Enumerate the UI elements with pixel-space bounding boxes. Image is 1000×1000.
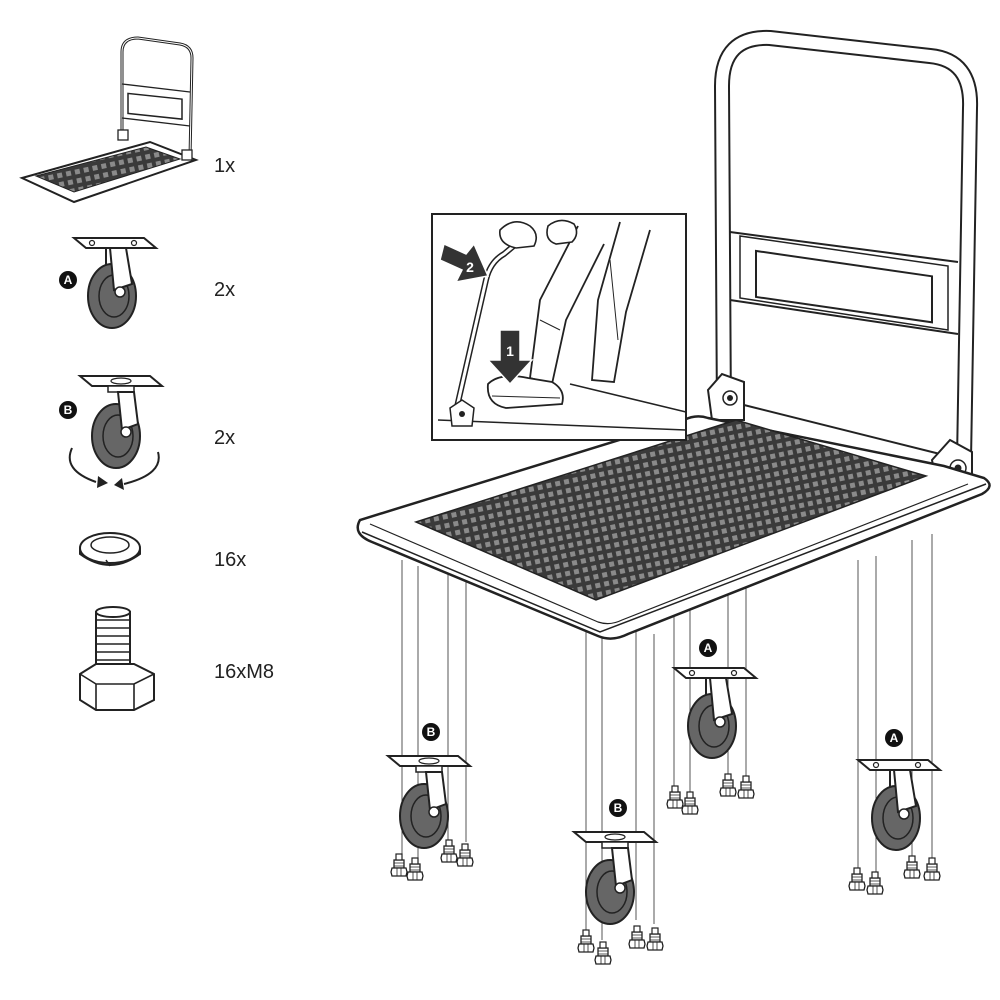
- label-plate: [755, 249, 933, 324]
- trolley-assembly: 1 2 B B A: [356, 29, 991, 965]
- fixed-caster-quantity: 2x: [214, 279, 235, 301]
- step-1-arrow-icon: 1: [486, 329, 534, 386]
- step-2-arrow-icon: 2: [439, 242, 490, 284]
- deck: [356, 415, 991, 640]
- bolt-group-b-front: [577, 925, 664, 965]
- wheel-a-back-badge-icon: A: [699, 639, 717, 657]
- badge-a-icon: A: [59, 271, 77, 289]
- trolley-thumbnail: [19, 36, 199, 204]
- badge-a-label: A: [64, 273, 73, 287]
- wheel-b-front-badge-icon: B: [609, 799, 627, 817]
- badge-b-label: B: [64, 403, 73, 417]
- deck-mat: [413, 419, 929, 601]
- badge-b-icon: B: [59, 401, 77, 419]
- wheel-a-right-badge-icon: A: [885, 729, 903, 747]
- bolt-group-a-back: [666, 773, 755, 815]
- step-1-label: 1: [506, 343, 514, 359]
- trolley-quantity: 1x: [214, 155, 235, 177]
- wheel-a-right-label: A: [890, 731, 899, 745]
- spring-washer-quantity: 16x: [214, 549, 246, 571]
- bolt-group-a-right: [848, 855, 941, 895]
- swivel-caster-icon: [79, 375, 163, 469]
- hinge-left: [706, 372, 745, 421]
- wheel-a-right: [857, 759, 941, 851]
- swivel-caster-quantity: 2x: [214, 427, 235, 449]
- wheel-a-back-label: A: [704, 641, 713, 655]
- wheel-b-front-label: B: [614, 801, 623, 815]
- wheel-b-left: [387, 755, 471, 849]
- inset-instruction: 1 2: [431, 213, 687, 441]
- wheel-b-left-label: B: [427, 725, 436, 739]
- bolt-quantity: 16xM8: [214, 661, 274, 683]
- bolt-icon: [79, 606, 155, 711]
- step-2-label: 2: [466, 259, 474, 275]
- swivel-arrows-icon: [68, 447, 160, 485]
- spring-washer-icon: [79, 532, 141, 567]
- handle-frame: [706, 29, 979, 494]
- parts-list: 1x A 2x B 2x 16x: [19, 36, 274, 711]
- wheel-a-back: [673, 667, 757, 759]
- fixed-caster-icon: [73, 237, 157, 329]
- wheel-b-left-badge-icon: B: [422, 723, 440, 741]
